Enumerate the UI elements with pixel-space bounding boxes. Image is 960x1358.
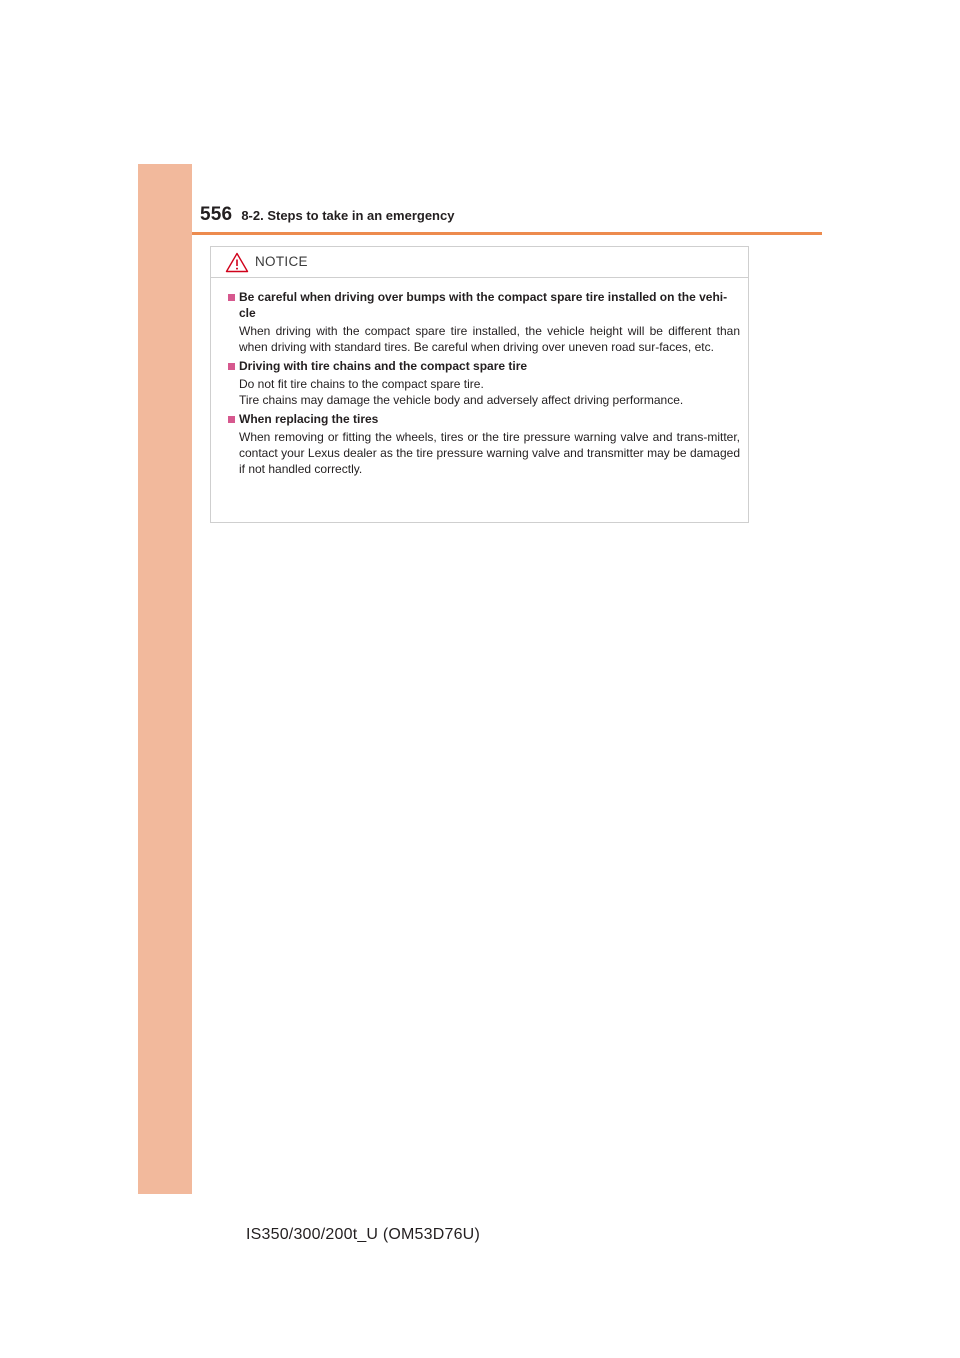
notice-item-paragraph: When driving with the compact spare tire… <box>239 324 740 354</box>
notice-item-heading: Be careful when driving over bumps with … <box>228 289 740 321</box>
notice-item-text: When removing or fitting the wheels, tir… <box>238 429 740 477</box>
notice-item-heading: When replacing the tires <box>228 411 740 427</box>
page-header: 556 8-2. Steps to take in an emergency <box>200 204 454 234</box>
notice-item-text: Do not fit tire chains to the compact sp… <box>238 376 740 408</box>
header-rule <box>192 232 822 235</box>
square-bullet-icon <box>228 294 235 301</box>
notice-item-heading-text: When replacing the tires <box>239 412 379 426</box>
notice-item: When replacing the tires When removing o… <box>228 411 740 477</box>
footer-model-code: IS350/300/200t_U (OM53D76U) <box>246 1226 480 1243</box>
notice-body: Be careful when driving over bumps with … <box>211 278 748 477</box>
notice-item-heading-text: Be careful when driving over bumps with … <box>239 290 728 320</box>
section-title: 8-2. Steps to take in an emergency <box>241 208 455 223</box>
square-bullet-icon <box>228 363 235 370</box>
notice-box: NOTICE Be careful when driving over bump… <box>210 246 749 523</box>
square-bullet-icon <box>228 416 235 423</box>
page-number: 556 <box>200 204 233 225</box>
notice-item-paragraph: Do not fit tire chains to the compact sp… <box>239 377 484 391</box>
notice-item: Be careful when driving over bumps with … <box>228 289 740 355</box>
notice-header: NOTICE <box>211 247 748 278</box>
notice-item: Driving with tire chains and the compact… <box>228 358 740 408</box>
notice-item-heading: Driving with tire chains and the compact… <box>228 358 740 374</box>
notice-item-paragraph: Tire chains may damage the vehicle body … <box>239 393 684 407</box>
notice-item-text: When driving with the compact spare tire… <box>238 323 740 355</box>
notice-item-paragraph: When removing or fitting the wheels, tir… <box>239 430 740 476</box>
chapter-side-tab <box>138 164 192 1194</box>
notice-label: NOTICE <box>255 254 308 269</box>
notice-item-heading-text: Driving with tire chains and the compact… <box>239 359 528 373</box>
warning-triangle-icon <box>225 252 249 273</box>
